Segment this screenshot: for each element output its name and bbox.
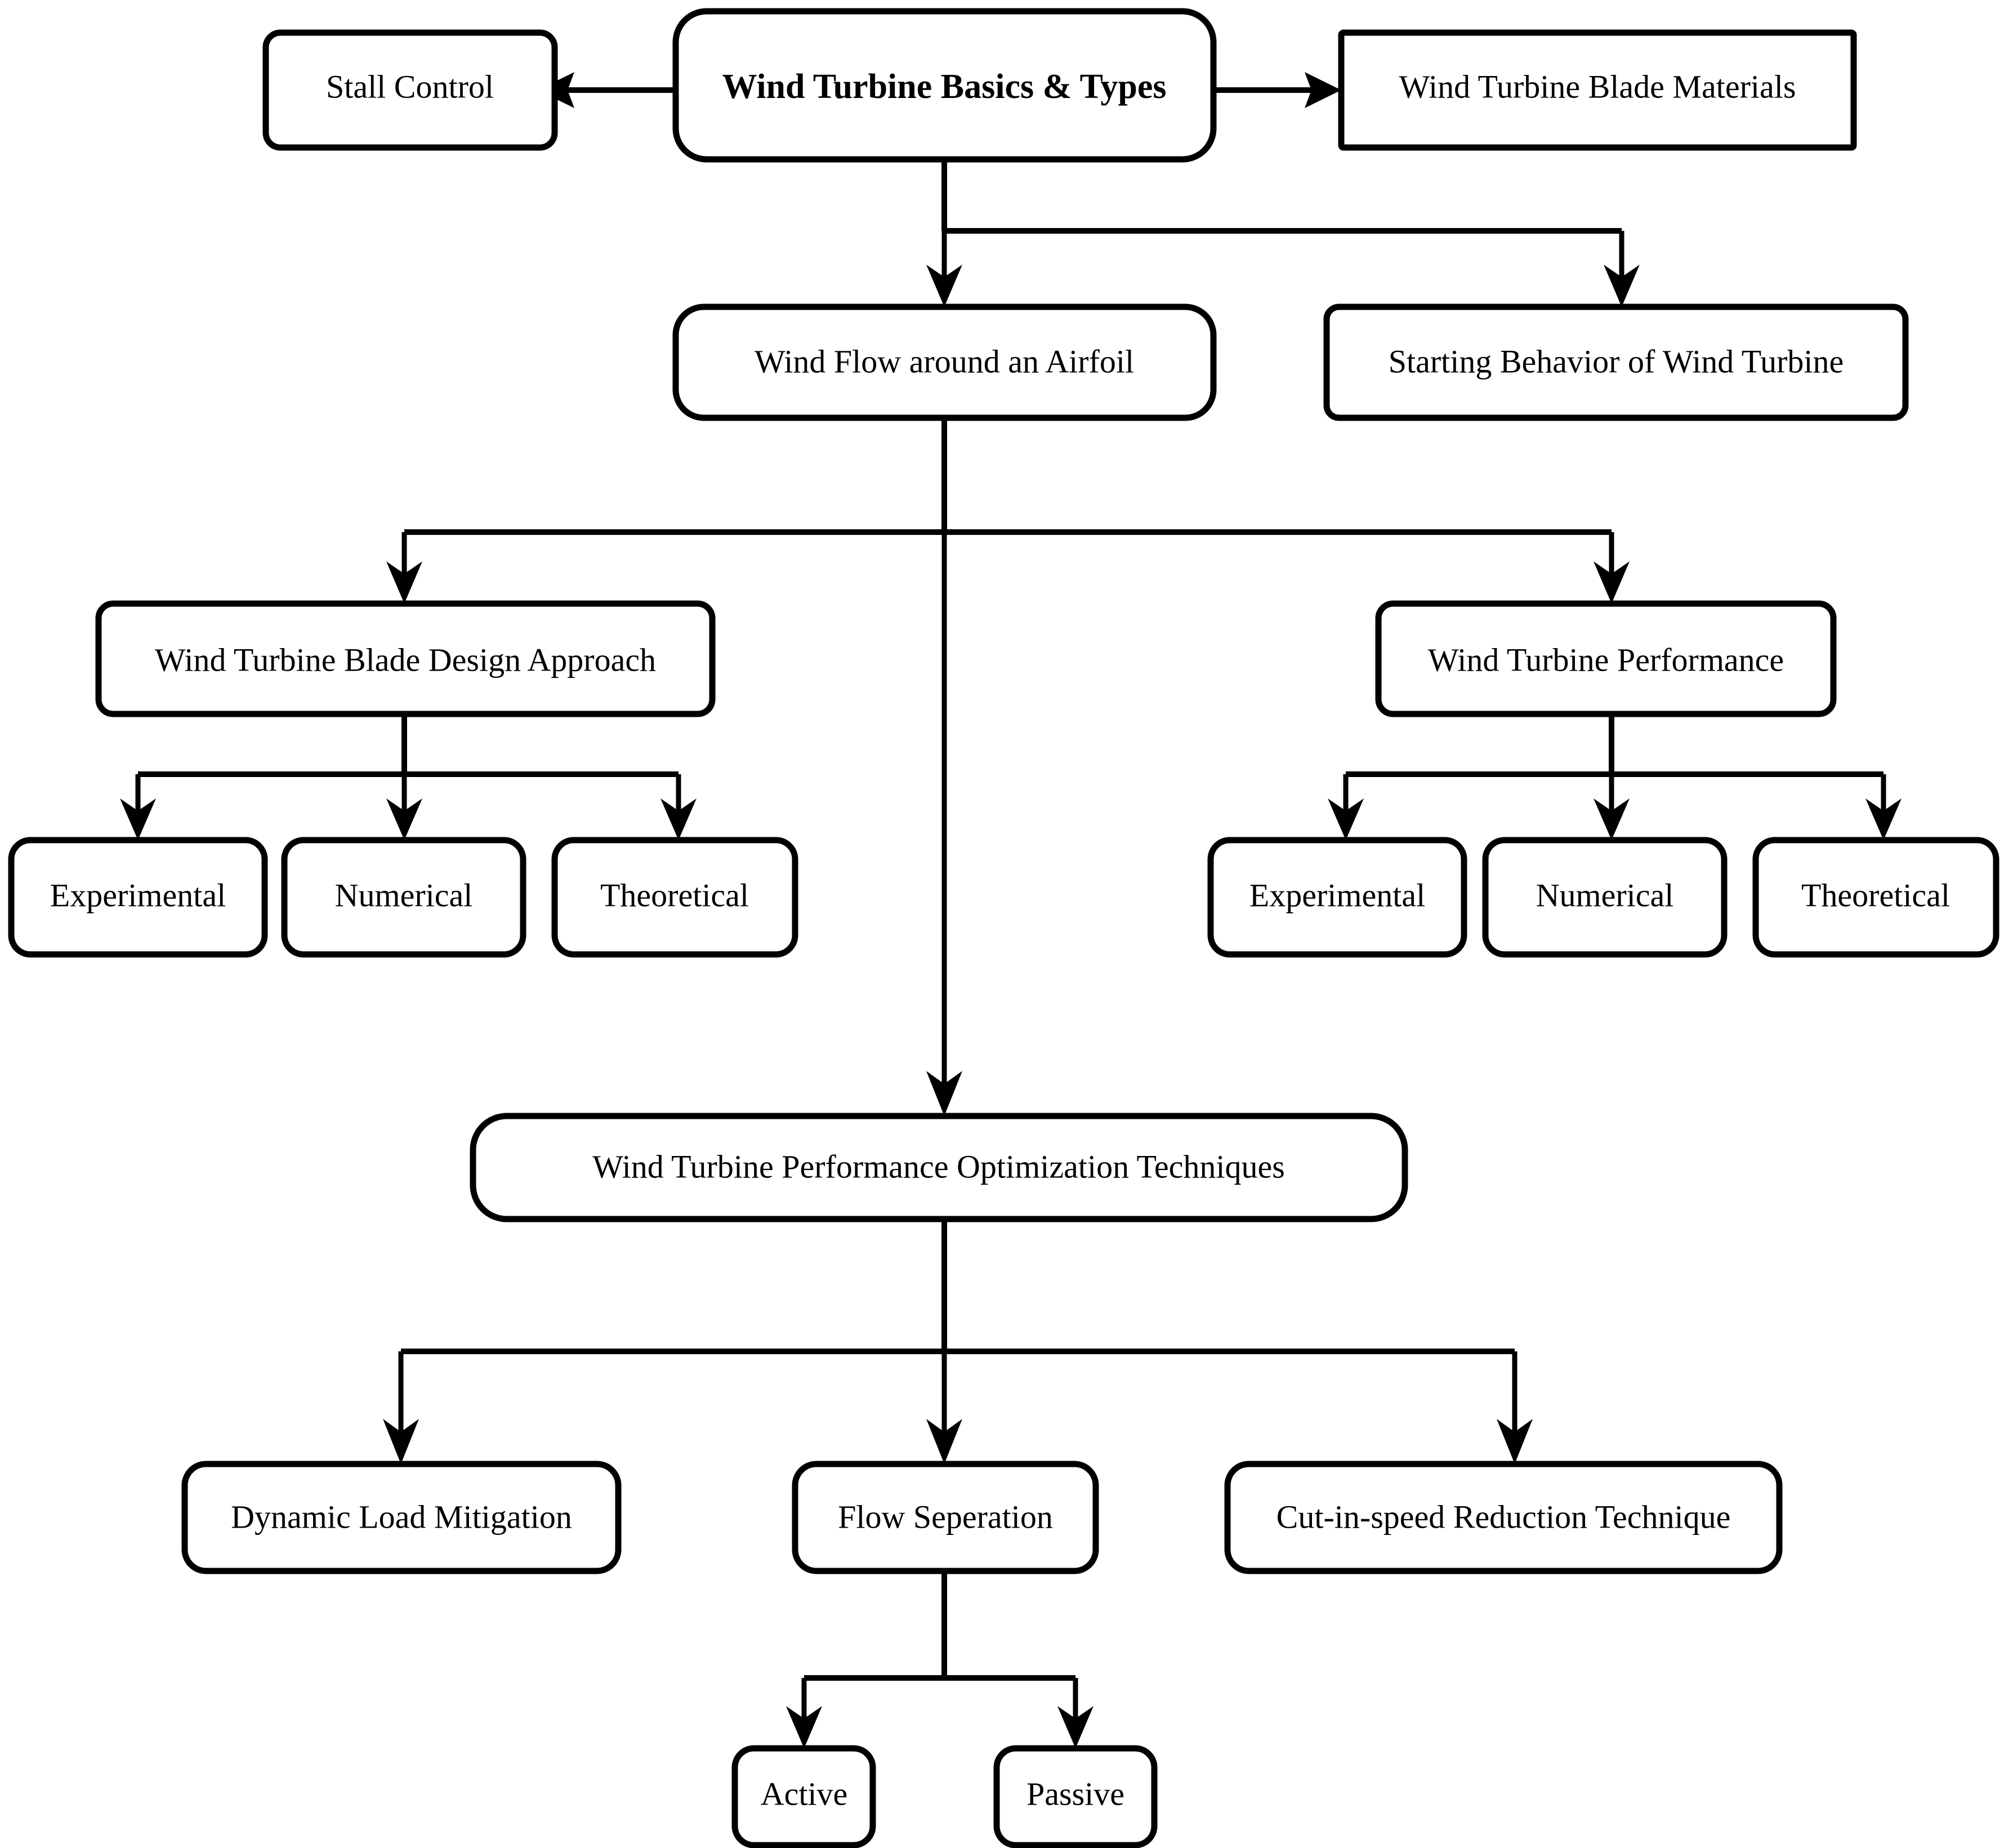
node-blade-materials-label: Wind Turbine Blade Materials xyxy=(1399,68,1796,105)
node-design-theoretical[interactable]: Theoretical xyxy=(551,837,798,958)
node-flow-seperation-label: Flow Seperation xyxy=(838,1498,1053,1535)
arrowhead-perf-experimental xyxy=(1328,798,1364,840)
arrowhead-passive xyxy=(1057,1706,1094,1748)
arrowhead-blade-design xyxy=(386,561,422,604)
node-blade-design-approach[interactable]: Wind Turbine Blade Design Approach xyxy=(95,600,716,717)
arrowhead-wind-flow xyxy=(926,265,962,307)
node-blade-design-approach-box[interactable] xyxy=(95,600,716,717)
node-root[interactable]: Wind Turbine Basics & Types xyxy=(672,8,1217,163)
node-optimization-techniques-box[interactable] xyxy=(470,1113,1408,1222)
arrowhead-flow-seperation xyxy=(926,1419,962,1464)
arrowhead-perf-theoretical xyxy=(1865,798,1902,840)
node-design-numerical-label: Numerical xyxy=(335,877,473,913)
node-passive[interactable]: Passive xyxy=(993,1745,1158,1848)
node-design-experimental-label: Experimental xyxy=(50,877,226,913)
node-blade-design-approach-label: Wind Turbine Blade Design Approach xyxy=(155,641,656,678)
node-active-box[interactable] xyxy=(731,1745,876,1848)
node-starting-behavior[interactable]: Starting Behavior of Wind Turbine xyxy=(1323,303,1909,421)
edge-layer xyxy=(120,72,1902,1748)
arrowhead-active xyxy=(786,1706,822,1748)
node-optimization-techniques[interactable]: Wind Turbine Performance Optimization Te… xyxy=(470,1113,1408,1222)
node-blade-materials[interactable]: Wind Turbine Blade Materials xyxy=(1338,29,1857,151)
node-active[interactable]: Active xyxy=(731,1745,876,1848)
node-perf-numerical-box[interactable] xyxy=(1482,837,1728,958)
node-perf-theoretical-label: Theoretical xyxy=(1801,877,1950,913)
node-cut-in-speed-box[interactable] xyxy=(1224,1461,1783,1574)
node-design-theoretical-box[interactable] xyxy=(551,837,798,958)
node-dynamic-load-mitigation-label: Dynamic Load Mitigation xyxy=(231,1498,572,1535)
node-starting-behavior-box[interactable] xyxy=(1323,303,1909,421)
node-perf-theoretical[interactable]: Theoretical xyxy=(1752,837,1999,958)
node-layer: Wind Turbine Basics & Types Stall Contro… xyxy=(8,8,1999,1848)
node-dynamic-load-mitigation-box[interactable] xyxy=(181,1461,622,1574)
node-perf-theoretical-box[interactable] xyxy=(1752,837,1999,958)
node-turbine-performance[interactable]: Wind Turbine Performance xyxy=(1375,600,1837,717)
node-wind-flow-airfoil-label: Wind Flow around an Airfoil xyxy=(755,343,1134,380)
arrowhead-optimization xyxy=(926,1071,962,1116)
node-passive-box[interactable] xyxy=(993,1745,1158,1848)
arrowhead-design-experimental xyxy=(120,798,156,840)
arrowhead-design-numerical xyxy=(386,798,422,840)
node-flow-seperation[interactable]: Flow Seperation xyxy=(792,1461,1099,1574)
node-blade-materials-box[interactable] xyxy=(1338,29,1857,151)
node-dynamic-load-mitigation[interactable]: Dynamic Load Mitigation xyxy=(181,1461,622,1574)
node-turbine-performance-box[interactable] xyxy=(1375,600,1837,717)
arrowhead-design-theoretical xyxy=(660,798,697,840)
arrowhead-dynamic-load xyxy=(383,1419,419,1464)
arrowhead-blade-materials xyxy=(1305,72,1341,108)
node-passive-label: Passive xyxy=(1026,1775,1124,1812)
node-active-label: Active xyxy=(761,1775,848,1812)
node-wind-flow-airfoil-box[interactable] xyxy=(672,303,1217,421)
node-design-numerical-box[interactable] xyxy=(281,837,526,958)
node-wind-flow-airfoil[interactable]: Wind Flow around an Airfoil xyxy=(672,303,1217,421)
node-design-experimental-box[interactable] xyxy=(8,837,268,958)
node-cut-in-speed[interactable]: Cut-in-speed Reduction Technique xyxy=(1224,1461,1783,1574)
node-optimization-techniques-label: Wind Turbine Performance Optimization Te… xyxy=(592,1148,1285,1185)
node-perf-experimental-box[interactable] xyxy=(1207,837,1467,958)
arrowhead-perf-numerical xyxy=(1594,798,1630,840)
node-stall-control[interactable]: Stall Control xyxy=(262,29,558,151)
node-perf-experimental-label: Experimental xyxy=(1249,877,1425,913)
node-cut-in-speed-label: Cut-in-speed Reduction Technique xyxy=(1277,1498,1731,1535)
node-root-box[interactable] xyxy=(672,8,1217,163)
node-stall-control-label: Stall Control xyxy=(326,68,494,105)
node-root-label: Wind Turbine Basics & Types xyxy=(722,68,1166,106)
node-starting-behavior-label: Starting Behavior of Wind Turbine xyxy=(1389,343,1844,380)
node-design-numerical[interactable]: Numerical xyxy=(281,837,526,958)
arrowhead-turbine-performance xyxy=(1594,561,1630,604)
node-turbine-performance-label: Wind Turbine Performance xyxy=(1428,641,1784,678)
node-design-experimental[interactable]: Experimental xyxy=(8,837,268,958)
node-flow-seperation-box[interactable] xyxy=(792,1461,1099,1574)
arrowhead-cut-in-speed xyxy=(1497,1419,1533,1464)
node-perf-numerical-label: Numerical xyxy=(1536,877,1674,913)
node-stall-control-box[interactable] xyxy=(262,29,558,151)
node-perf-experimental[interactable]: Experimental xyxy=(1207,837,1467,958)
node-perf-numerical[interactable]: Numerical xyxy=(1482,837,1728,958)
node-design-theoretical-label: Theoretical xyxy=(600,877,749,913)
arrowhead-starting-behavior xyxy=(1604,265,1640,307)
